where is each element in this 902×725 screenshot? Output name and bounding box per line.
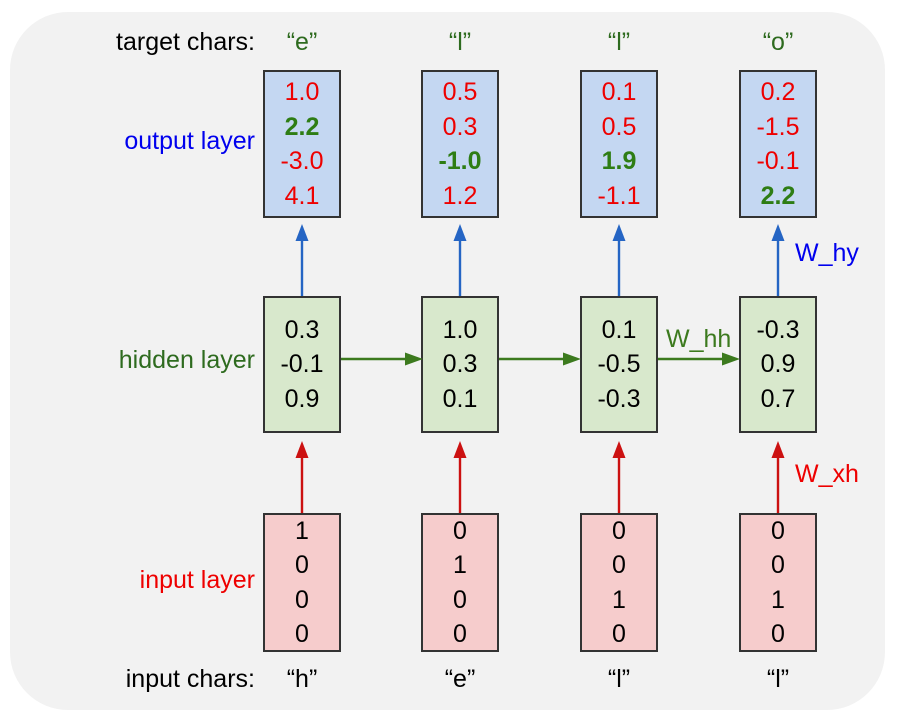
hidden-cell: 1.0 — [442, 315, 478, 344]
output-cell: -1.1 — [597, 181, 641, 210]
arrow-input-to-hidden-1 — [452, 441, 468, 513]
hidden-cell: 0.9 — [284, 384, 320, 413]
arrow-input-to-hidden-3 — [770, 441, 786, 513]
hidden-cell: 0.3 — [442, 350, 478, 379]
hidden-cell: 0.1 — [601, 315, 637, 344]
input-cell: 0 — [295, 620, 309, 648]
hidden-vector-2: 0.1 -0.5 -0.3 — [580, 296, 658, 433]
input-cell: 0 — [453, 585, 467, 614]
input-char-3: “l” — [766, 665, 790, 693]
hidden-cell: -0.3 — [597, 384, 641, 413]
output-cell: -1.0 — [438, 147, 482, 175]
label-input-layer: input layer — [139, 566, 255, 594]
input-cell: 0 — [295, 551, 309, 579]
input-cell: 0 — [771, 620, 785, 648]
output-cell: -0.1 — [756, 147, 800, 175]
input-vector-2: 0 0 1 0 — [580, 513, 658, 652]
output-vector-2: 0.1 0.5 1.9 -1.1 — [580, 70, 658, 218]
output-vector-1: 0.5 0.3 -1.0 1.2 — [421, 70, 499, 218]
label-input-chars: input chars: — [125, 665, 255, 693]
input-cell: 0 — [612, 516, 626, 545]
output-cell: -3.0 — [280, 147, 324, 175]
output-cell: 0.3 — [442, 112, 478, 141]
input-cell: 0 — [453, 516, 467, 545]
input-char-1: “e” — [444, 665, 476, 693]
input-vector-1: 0 1 0 0 — [421, 513, 499, 652]
arrow-input-to-hidden-0 — [294, 441, 310, 513]
target-char-0: “e” — [286, 28, 318, 56]
input-cell: 1 — [453, 551, 467, 579]
hidden-cell: -0.1 — [280, 350, 324, 379]
output-vector-3: 0.2 -1.5 -0.1 2.2 — [739, 70, 817, 218]
input-cell: 0 — [453, 620, 467, 648]
weight-label-w-hh: W_hh — [666, 325, 732, 353]
label-output-layer: output layer — [124, 127, 255, 155]
output-cell: 2.2 — [284, 112, 320, 141]
output-vector-0: 1.0 2.2 -3.0 4.1 — [263, 70, 341, 218]
hidden-cell: 0.9 — [760, 350, 796, 379]
hidden-cell: 0.7 — [760, 384, 796, 413]
input-char-0: “h” — [286, 665, 318, 693]
hidden-cell: -0.5 — [597, 350, 641, 379]
input-cell: 0 — [612, 620, 626, 648]
input-cell: 0 — [295, 585, 309, 614]
target-char-2: “l” — [607, 28, 631, 56]
output-cell: 0.5 — [442, 78, 478, 106]
target-char-1: “l” — [448, 28, 472, 56]
weight-label-w-xh: W_xh — [795, 460, 859, 488]
arrow-hidden-to-output-2 — [611, 224, 627, 296]
label-hidden-layer: hidden layer — [118, 346, 255, 374]
input-cell: 0 — [771, 516, 785, 545]
arrow-hidden-to-output-3 — [770, 224, 786, 296]
hidden-vector-3: -0.3 0.9 0.7 — [739, 296, 817, 433]
arrow-hidden-recurrent-0-1 — [341, 351, 423, 367]
output-cell: 0.2 — [760, 78, 796, 106]
output-cell: 0.1 — [601, 78, 637, 106]
hidden-cell: -0.3 — [756, 315, 800, 344]
output-cell: 1.2 — [442, 181, 478, 210]
output-cell: 0.5 — [601, 112, 637, 141]
output-cell: 1.9 — [601, 147, 637, 175]
arrow-hidden-recurrent-2-3 — [658, 351, 740, 367]
hidden-cell: 0.3 — [284, 315, 320, 344]
input-vector-3: 0 0 1 0 — [739, 513, 817, 652]
output-cell: 2.2 — [760, 181, 796, 210]
input-cell: 1 — [771, 585, 785, 614]
label-target-chars: target chars: — [116, 28, 255, 56]
hidden-vector-0: 0.3 -0.1 0.9 — [263, 296, 341, 433]
input-cell: 0 — [612, 551, 626, 579]
weight-label-w-hy: W_hy — [795, 239, 859, 267]
output-cell: -1.5 — [756, 112, 800, 141]
output-cell: 4.1 — [284, 181, 320, 210]
arrow-hidden-to-output-1 — [452, 224, 468, 296]
hidden-cell: 0.1 — [442, 384, 478, 413]
output-cell: 1.0 — [284, 78, 320, 106]
input-vector-0: 1 0 0 0 — [263, 513, 341, 652]
hidden-vector-1: 1.0 0.3 0.1 — [421, 296, 499, 433]
target-char-3: “o” — [762, 28, 794, 56]
input-cell: 1 — [295, 516, 309, 545]
input-cell: 0 — [771, 551, 785, 579]
arrow-input-to-hidden-2 — [611, 441, 627, 513]
arrow-hidden-to-output-0 — [294, 224, 310, 296]
input-cell: 1 — [612, 585, 626, 614]
input-char-2: “l” — [607, 665, 631, 693]
arrow-hidden-recurrent-1-2 — [499, 351, 581, 367]
